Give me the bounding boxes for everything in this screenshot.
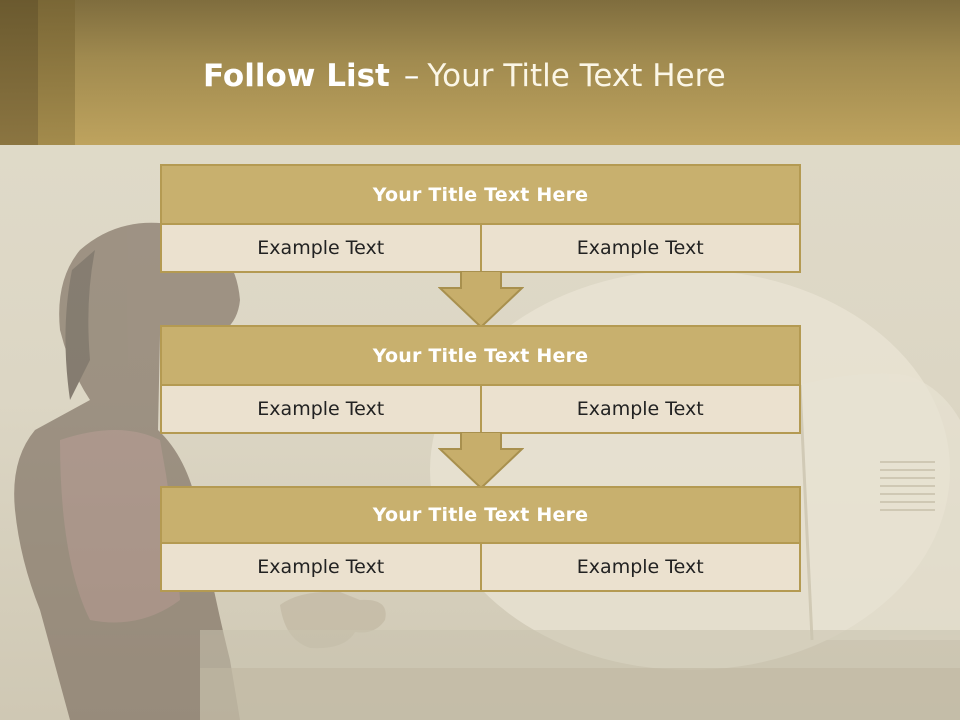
slide-title-rest: Your Title Text Here [427, 58, 726, 94]
flow-step-row: Example Text Example Text [162, 386, 799, 432]
header-accent-block [38, 0, 75, 145]
flow-step-row: Example Text Example Text [162, 225, 799, 271]
down-arrow-icon [438, 432, 524, 490]
flow-step-2: Your Title Text Here Example Text Exampl… [160, 325, 801, 434]
down-arrow-icon [438, 271, 524, 329]
flow-step-title: Your Title Text Here [162, 488, 799, 544]
flow-step-row: Example Text Example Text [162, 544, 799, 590]
flow-step-cell-left: Example Text [162, 225, 480, 271]
flow-step-cell-left: Example Text [162, 386, 480, 432]
header-accent-block [0, 0, 38, 145]
flow-step-cell-left: Example Text [162, 544, 480, 590]
flow-step-3: Your Title Text Here Example Text Exampl… [160, 486, 801, 592]
monitor-silhouette [798, 373, 960, 641]
slide-title: Follow List–Your Title Text Here [203, 56, 726, 96]
slide-title-separator: – [403, 58, 420, 94]
flow-step-title: Your Title Text Here [162, 166, 799, 225]
flow-step-title: Your Title Text Here [162, 327, 799, 386]
slide-title-bold: Follow List [203, 58, 390, 94]
flow-step-cell-right: Example Text [479, 225, 799, 271]
flow-step-1: Your Title Text Here Example Text Exampl… [160, 164, 801, 273]
header-band: Follow List–Your Title Text Here [0, 0, 960, 145]
girl-silhouette [14, 222, 240, 720]
flow-step-cell-right: Example Text [479, 386, 799, 432]
flow-step-cell-right: Example Text [479, 544, 799, 590]
